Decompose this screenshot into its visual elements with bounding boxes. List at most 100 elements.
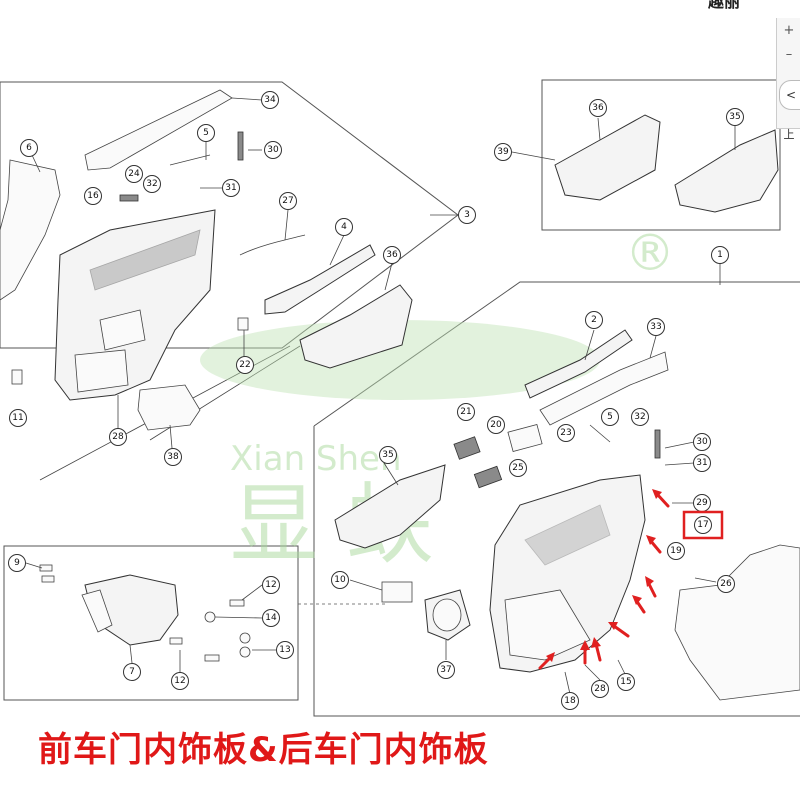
diagram-caption: 前车门内饰板&后车门内饰板	[38, 730, 489, 770]
callout-3: 3	[458, 206, 476, 224]
svg-text:26: 26	[720, 579, 732, 589]
inset-pocket-36	[554, 114, 661, 201]
svg-text:30: 30	[267, 145, 279, 155]
callout-5-rear: 5	[601, 408, 619, 426]
svg-text:32: 32	[634, 412, 645, 422]
header-text: 趣丽	[708, 0, 741, 11]
callout-13: 13	[276, 641, 294, 659]
callout-25: 25	[509, 459, 527, 477]
svg-text:18: 18	[564, 696, 576, 706]
callout-11: 11	[9, 409, 27, 427]
callout-6: 6	[20, 139, 38, 157]
callout-32: 32	[143, 175, 161, 193]
callout-38: 38	[164, 448, 182, 466]
front-door-bar-34	[84, 89, 263, 171]
svg-text:4: 4	[341, 222, 347, 232]
callout-12: 12	[262, 576, 280, 594]
callout-15: 15	[617, 673, 635, 691]
svg-text:5: 5	[607, 412, 613, 422]
callout-30-rear: 30	[693, 433, 711, 451]
callout-34: 34	[261, 91, 279, 109]
callout-19: 19	[667, 542, 685, 560]
callout-20: 20	[487, 416, 505, 434]
zoom-panel: + – < 上	[776, 18, 800, 141]
callout-37: 37	[437, 661, 455, 679]
callout-10: 10	[331, 571, 349, 589]
callout-4: 4	[335, 218, 353, 236]
svg-text:16: 16	[87, 191, 99, 201]
rear-door-trim-26	[674, 544, 800, 701]
frame-latch-detail	[3, 545, 385, 701]
svg-text:34: 34	[264, 95, 276, 105]
callout-17-highlighted: 17	[682, 510, 724, 540]
svg-text:39: 39	[497, 147, 509, 157]
svg-text:21: 21	[460, 407, 471, 417]
callout-12-lower: 12	[171, 672, 189, 690]
callout-5: 5	[197, 124, 215, 142]
callout-21: 21	[457, 403, 475, 421]
callout-28-rear: 28	[591, 680, 609, 698]
rear-door-bar-33	[539, 351, 669, 426]
callout-28-front: 28	[109, 428, 127, 446]
callout-36-inset: 36	[589, 99, 607, 117]
callouts: 34 5 30 6 24 32 31 16 27 3 4 36 22 11 28…	[8, 91, 744, 710]
callout-27: 27	[279, 192, 297, 210]
callout-39: 39	[494, 143, 512, 161]
previous-arrow-button[interactable]: <	[779, 80, 800, 110]
callout-2: 2	[585, 311, 603, 329]
front-door-trim-6	[0, 159, 61, 301]
callout-1: 1	[711, 246, 729, 264]
svg-text:28: 28	[112, 432, 124, 442]
svg-text:36: 36	[386, 250, 398, 260]
svg-text:32: 32	[146, 179, 157, 189]
red-arrows	[538, 489, 670, 670]
rear-door-panel	[489, 474, 646, 673]
callout-32-rear: 32	[631, 408, 649, 426]
svg-text:14: 14	[265, 613, 277, 623]
svg-text:19: 19	[670, 546, 682, 556]
svg-text:6: 6	[26, 143, 32, 153]
svg-text:15: 15	[620, 677, 631, 687]
callout-31: 31	[222, 179, 240, 197]
zoom-in-button[interactable]: +	[783, 23, 795, 38]
callout-26: 26	[717, 575, 735, 593]
rear-door-panel-35	[334, 464, 446, 549]
callout-30: 30	[264, 141, 282, 159]
leader-lines	[25, 117, 736, 695]
svg-text:22: 22	[239, 360, 250, 370]
svg-text:3: 3	[464, 210, 470, 220]
rear-switch-20	[473, 465, 503, 489]
svg-text:25: 25	[512, 463, 523, 473]
svg-text:9: 9	[14, 558, 20, 568]
rear-bracket-10	[381, 581, 413, 603]
svg-text:38: 38	[167, 452, 179, 462]
frame-inset-39	[541, 79, 781, 231]
callout-16: 16	[84, 187, 102, 205]
callout-36-front: 36	[383, 246, 401, 264]
svg-text:23: 23	[560, 428, 571, 438]
front-door-wire-27	[239, 234, 306, 256]
callout-29: 29	[693, 494, 711, 512]
svg-text:10: 10	[334, 575, 346, 585]
callout-31-rear: 31	[693, 454, 711, 472]
svg-text:35: 35	[729, 112, 740, 122]
callout-35-inset: 35	[726, 108, 744, 126]
svg-text:20: 20	[490, 420, 502, 430]
watermark-registered: ®	[625, 224, 675, 282]
svg-text:31: 31	[696, 458, 707, 468]
callout-35-rear: 35	[379, 446, 397, 464]
rear-switch-21	[453, 436, 481, 460]
rear-door-armrest-2	[524, 329, 633, 399]
svg-text:1: 1	[717, 250, 723, 260]
callout-23: 23	[557, 424, 575, 442]
svg-text:5: 5	[203, 128, 209, 138]
front-door-panel	[54, 209, 216, 401]
up-label[interactable]: 上	[783, 128, 795, 141]
front-door-pocket-36	[299, 284, 413, 369]
callout-18: 18	[561, 692, 579, 710]
callout-24: 24	[125, 165, 143, 183]
svg-text:17: 17	[697, 520, 708, 530]
rear-small-parts	[507, 423, 661, 459]
callout-7: 7	[123, 663, 141, 681]
zoom-out-button[interactable]: –	[785, 47, 793, 62]
